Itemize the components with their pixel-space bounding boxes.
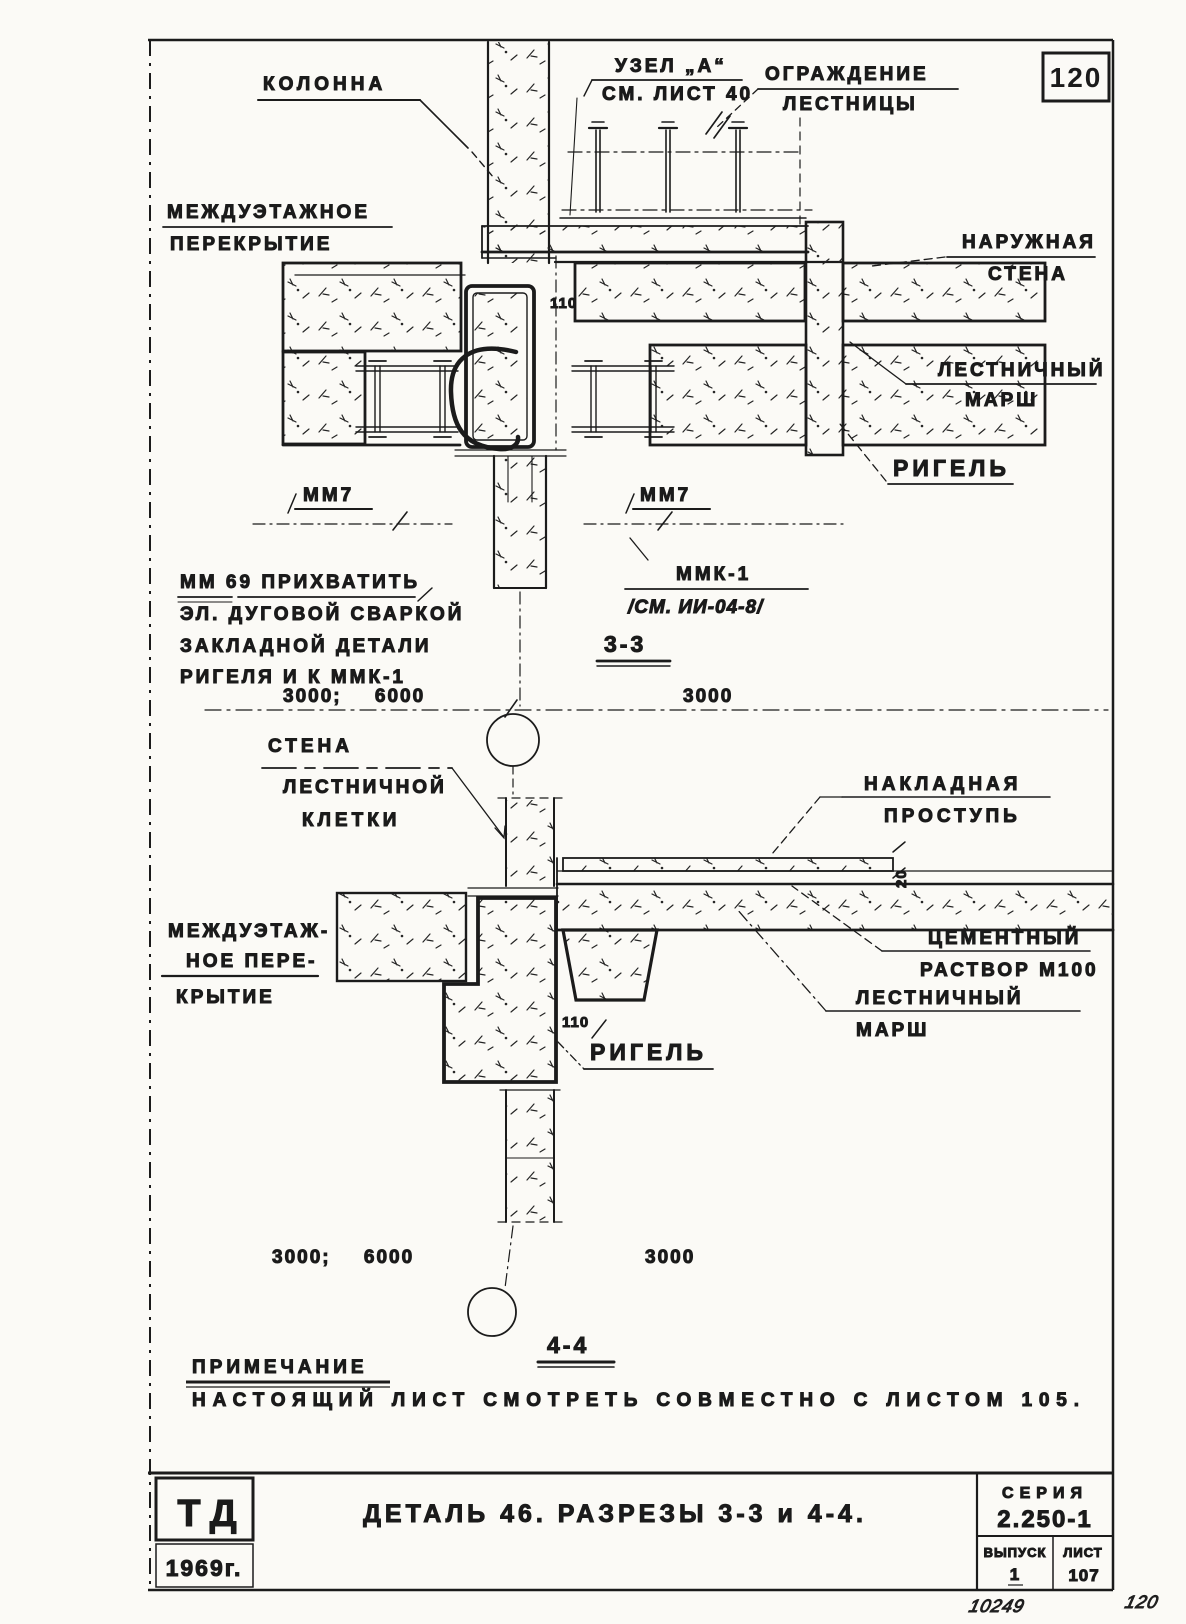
callout-marsh-33: ЛЕСТНИЧНЫЙ МАРШ <box>849 341 1106 412</box>
weld-note-line3: ЗАКЛАДНОЙ ДЕТАЛИ <box>180 635 432 657</box>
dim44-left: 3000; 6000 <box>272 1247 414 1268</box>
grid-axis-circle-2 <box>467 1287 517 1337</box>
year-stamp: 1969г. <box>166 1555 243 1581</box>
uzel-a-line1: УЗЕЛ „А“ <box>615 56 727 77</box>
mm7-left-label: ММ7 <box>303 485 354 506</box>
section44-title-text: 4-4 <box>547 1332 589 1358</box>
callout-uzel-a: УЗЕЛ „А“ СМ. ЛИСТ 40 <box>569 56 753 216</box>
dim33-right: 3000 <box>683 686 733 707</box>
perekrytie-line1: МЕЖДУЭТАЖНОЕ <box>167 202 370 223</box>
callout-perekrytie-33: МЕЖДУЭТАЖНОЕ ПЕРЕКРЫТИЕ <box>162 202 466 276</box>
dim-20-44: 20 <box>893 869 910 888</box>
weld-note-line4: РИГЕЛЯ И К ММК-1 <box>180 667 406 688</box>
tread-overlay <box>562 857 894 872</box>
dim-row-33: 3000; 6000 3000 <box>204 686 1109 795</box>
stair-railing <box>561 111 813 229</box>
naruzhnaya-line2: СТЕНА <box>988 264 1068 285</box>
embedded-detail-right <box>571 360 675 438</box>
stena-line2: ЛЕСТНИЧНОЙ <box>283 776 447 798</box>
weld-note-line1: ММ 69 ПРИХВАТИТЬ <box>180 572 420 593</box>
callout-mm7-left: ММ7 <box>287 485 373 514</box>
issue-label: ВЫПУСК <box>984 1545 1047 1560</box>
dim33-left: 3000; 6000 <box>283 686 425 707</box>
callout-mm7-right: ММ7 <box>625 485 711 514</box>
mmk1-label: ММК-1 <box>676 564 751 585</box>
sheet-frame <box>148 38 1115 1590</box>
column-below <box>454 449 567 590</box>
perekrytie-line2: ПЕРЕКРЫТИЕ <box>170 234 332 255</box>
section-3-3-callouts: КОЛОННА УЗЕЛ „А“ СМ. ЛИСТ 40 ОГРАЖДЕНИЕ … <box>162 56 1109 795</box>
callout-ograzhdenie: ОГРАЖДЕНИЕ ЛЕСТНИЦЫ <box>715 64 959 129</box>
callout-perekrytie-44: МЕЖДУЭТАЖ- НОЕ ПЕРЕ- КРЫТИЕ <box>160 921 330 1009</box>
section-4-4-callouts: СТЕНА ЛЕСТНИЧНОЙ КЛЕТКИ НАКЛАДНАЯ ПРОСТУ… <box>160 736 1099 1368</box>
rigel44-label: РИГЕЛЬ <box>590 1039 707 1065</box>
callout-naruzhnaya: НАРУЖНАЯ СТЕНА <box>871 232 1096 286</box>
girder-44 <box>442 896 558 1084</box>
handwritten-number-left: 10249 <box>967 1595 1027 1616</box>
title-block: ТД 1969г. ДЕТАЛЬ 46. РАЗРЕЗЫ 3-3 и 4-4. … <box>148 1471 1162 1616</box>
mm7-right-label: ММ7 <box>640 485 691 506</box>
perekrytie44-line2: НОЕ ПЕРЕ- <box>186 951 317 972</box>
embedded-detail-left <box>355 360 459 438</box>
callout-cement: ЦЕМЕНТНЫЙ РАСТВОР М100 <box>791 885 1099 982</box>
page-number-box: 120 <box>1041 51 1111 103</box>
mmk1-ref: /СМ. ИИ-04-8/ <box>627 597 764 618</box>
note-title: ПРИМЕЧАНИЕ <box>192 1357 368 1378</box>
marsh33-line1: ЛЕСТНИЧНЫЙ <box>938 359 1106 381</box>
cement-line1: ЦЕМЕНТНЫЙ <box>928 927 1081 949</box>
naruzhnaya-line1: НАРУЖНАЯ <box>962 232 1096 253</box>
page-number: 120 <box>1050 62 1103 93</box>
drawing-title: ДЕТАЛЬ 46. РАЗРЕЗЫ 3-3 и 4-4. <box>363 1500 867 1528</box>
section-4-4-title: 4-4 <box>536 1332 616 1368</box>
dim-110-44: 110 <box>562 1014 589 1031</box>
series-value: 2.250-1 <box>997 1506 1092 1533</box>
rigel33-label: РИГЕЛЬ <box>893 455 1010 481</box>
marsh33-line2: МАРШ <box>965 390 1038 411</box>
callout-stena: СТЕНА ЛЕСТНИЧНОЙ КЛЕТКИ <box>261 736 506 840</box>
note-body: НАСТОЯЩИЙ ЛИСТ СМОТРЕТЬ СОВМЕСТНО С ЛИСТ… <box>192 1389 1082 1411</box>
flight-rib <box>561 928 659 1002</box>
callout-marsh-44: ЛЕСТНИЧНЫЙ МАРШ <box>735 907 1081 1042</box>
note-block: ПРИМЕЧАНИЕ НАСТОЯЩИЙ ЛИСТ СМОТРЕТЬ СОВМЕ… <box>186 1357 1082 1412</box>
mm69-bent-plate <box>448 346 521 452</box>
stena-line3: КЛЕТКИ <box>302 810 400 831</box>
sheet-label: ЛИСТ <box>1063 1545 1102 1560</box>
section-4-4-drawing <box>335 797 1115 1337</box>
org-stamp: ТД <box>177 1493 246 1535</box>
issue-value: 1 <box>1010 1565 1020 1584</box>
ograzhdenie-line2: ЛЕСТНИЦЫ <box>783 94 918 115</box>
callout-nakladnaya: НАКЛАДНАЯ ПРОСТУПЬ <box>771 774 1051 855</box>
kolonna-label: КОЛОННА <box>263 74 386 95</box>
series-label: СЕРИЯ <box>1002 1485 1088 1502</box>
outer-wall <box>804 220 845 457</box>
nakladnaya-line1: НАКЛАДНАЯ <box>864 774 1021 795</box>
callout-rigel-33: РИГЕЛЬ <box>839 423 1014 485</box>
uzel-a-line2: СМ. ЛИСТ 40 <box>602 84 753 105</box>
weld-note: ММ 69 ПРИХВАТИТЬ ЭЛ. ДУГОВОЙ СВАРКОЙ ЗАК… <box>177 572 464 689</box>
callout-mmk1: ММК-1 /СМ. ИИ-04-8/ <box>624 537 809 619</box>
dim-row-44: 3000; 6000 3000 <box>272 1247 695 1269</box>
sheet-value: 107 <box>1068 1566 1099 1585</box>
grid-axis-circle-1 <box>486 713 540 767</box>
girder-seat <box>448 284 536 452</box>
callout-kolonna: КОЛОННА <box>257 74 495 179</box>
section33-title-text: 3-3 <box>604 631 646 657</box>
section-3-3-title: 3-3 <box>595 631 672 667</box>
ograzhdenie-line1: ОГРАЖДЕНИЕ <box>765 64 929 85</box>
section-3-3-drawing <box>252 40 1047 707</box>
handwritten-number-right: 120 <box>1123 1591 1161 1612</box>
dim-110-33: 110 <box>550 295 577 312</box>
stena-line1: СТЕНА <box>268 736 353 757</box>
dim44-right: 3000 <box>645 1247 695 1268</box>
perekrytie44-line1: МЕЖДУЭТАЖ- <box>168 921 330 942</box>
cement-line2: РАСТВОР М100 <box>920 960 1099 981</box>
perekrytie44-line3: КРЫТИЕ <box>176 987 275 1008</box>
callout-rigel-44: РИГЕЛЬ <box>557 1039 714 1070</box>
marsh44-line1: ЛЕСТНИЧНЫЙ <box>856 987 1024 1009</box>
nakladnaya-line2: ПРОСТУПЬ <box>884 806 1021 827</box>
marsh44-line2: МАРШ <box>856 1020 929 1041</box>
weld-note-line2: ЭЛ. ДУГОВОЙ СВАРКОЙ <box>180 603 464 625</box>
